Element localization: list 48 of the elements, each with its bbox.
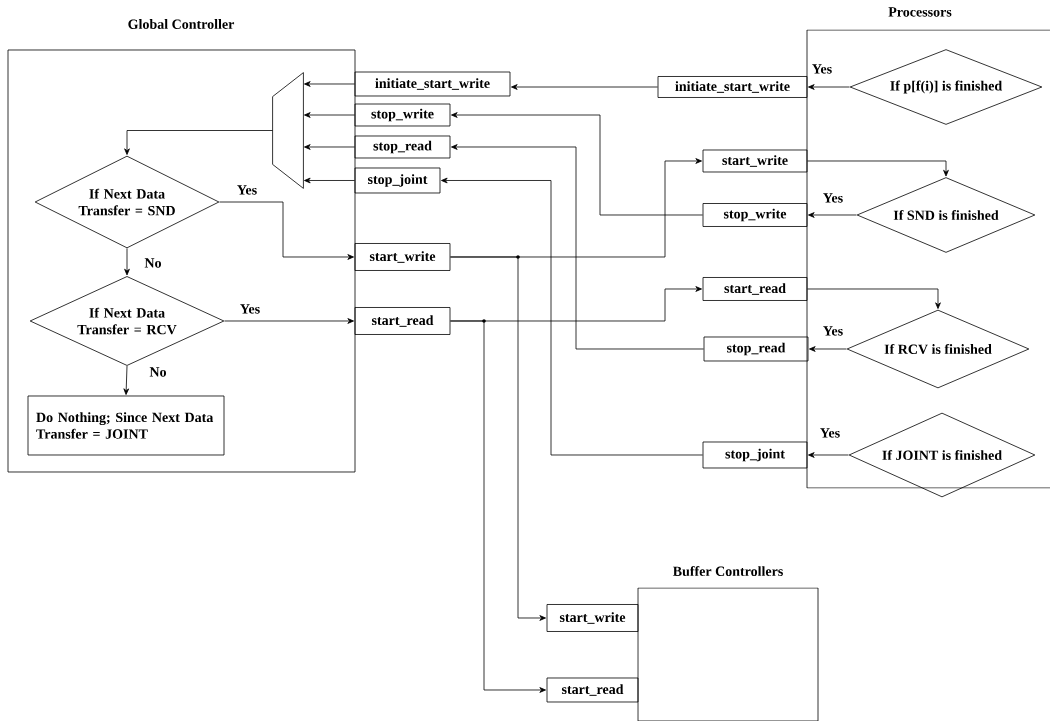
arrow: [511, 84, 658, 90]
signal-box: start_write: [546, 604, 639, 632]
arrow: [450, 320, 546, 693]
edge-label: Yes: [238, 303, 262, 315]
box-title: Global Controller: [128, 19, 235, 29]
multiplexer-symbol: [272, 72, 304, 189]
arrow: [451, 112, 703, 216]
edge-label: Yes: [821, 192, 845, 204]
signal-box: initiate_start_write: [354, 71, 511, 97]
signal-box: start_write: [354, 243, 451, 271]
signal-box: stop_write: [354, 103, 451, 127]
arrow: [808, 452, 849, 458]
signal-box: initiate_start_write: [657, 76, 808, 98]
arrow: [451, 144, 704, 350]
edge-label: Yes: [821, 325, 845, 337]
edge-label: Yes: [818, 427, 842, 439]
arrow: [807, 288, 941, 309]
signal-box: start_read: [354, 307, 451, 335]
box-title: Processors: [888, 7, 952, 17]
arrow: [219, 201, 354, 260]
process-box: Do Nothing; Since Next Data Transfer = JOINT: [27, 395, 225, 456]
arrow: [304, 112, 355, 118]
signal-box: start_read: [702, 277, 808, 301]
arrow: [809, 346, 847, 352]
signal-box: stop_joint: [354, 167, 441, 194]
arrow: [304, 81, 355, 87]
signal-box: start_read: [546, 677, 639, 703]
arrow: [123, 365, 130, 395]
arrow: [304, 177, 355, 184]
signal-box: stop_write: [702, 203, 808, 227]
arrow: [304, 144, 355, 150]
arrow: [450, 256, 546, 621]
arrow: [124, 248, 130, 276]
signal-box: stop_read: [703, 336, 809, 362]
arrow: [441, 177, 703, 456]
edge-label: No: [148, 366, 168, 378]
signal-box: stop_read: [354, 135, 451, 159]
signal-box: stop_joint: [702, 441, 808, 469]
edge-label: Yes: [235, 184, 259, 196]
arrow: [807, 160, 949, 177]
arrow: [808, 212, 857, 218]
edge-label: No: [143, 257, 163, 269]
arrow: [808, 84, 850, 90]
edge-label: Yes: [810, 63, 834, 75]
signal-box: start_write: [702, 149, 808, 173]
box-title: Buffer Controllers: [672, 566, 783, 576]
arrow: [124, 130, 273, 155]
arrow: [224, 318, 354, 324]
